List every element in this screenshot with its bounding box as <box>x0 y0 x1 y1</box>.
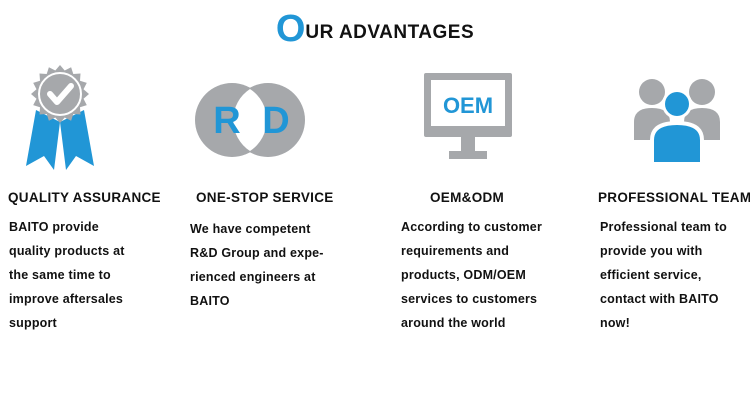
heading-first-letter: O <box>275 8 306 50</box>
feature-desc-team: Professional team to provide you with ef… <box>600 220 727 330</box>
award-ribbon-icon <box>22 62 98 172</box>
rd-logo-icon: R D <box>190 80 310 160</box>
oem-screen-text: OEM <box>443 93 493 118</box>
heading-rest: UR ADVANTAGES <box>305 22 475 43</box>
feature-desc-oem: According to customer requirements and p… <box>401 220 543 330</box>
rd-letter-d: D <box>262 100 289 142</box>
feature-title-oem: OEM&ODM <box>430 190 505 205</box>
page-heading: OUR ADVANTAGES <box>0 8 750 51</box>
oem-monitor-icon: OEM <box>421 70 515 164</box>
feature-desc-onestop: We have competent R&D Group and expe- ri… <box>190 222 324 308</box>
feature-title-quality: QUALITY ASSURANCE <box>8 190 161 205</box>
feature-title-onestop: ONE-STOP SERVICE <box>196 190 334 205</box>
rd-letter-r: R <box>213 100 240 142</box>
team-people-icon <box>632 74 722 162</box>
feature-desc-quality: BAITO provide quality products at the sa… <box>9 220 125 330</box>
feature-title-team: PROFESSIONAL TEAM <box>598 190 750 205</box>
